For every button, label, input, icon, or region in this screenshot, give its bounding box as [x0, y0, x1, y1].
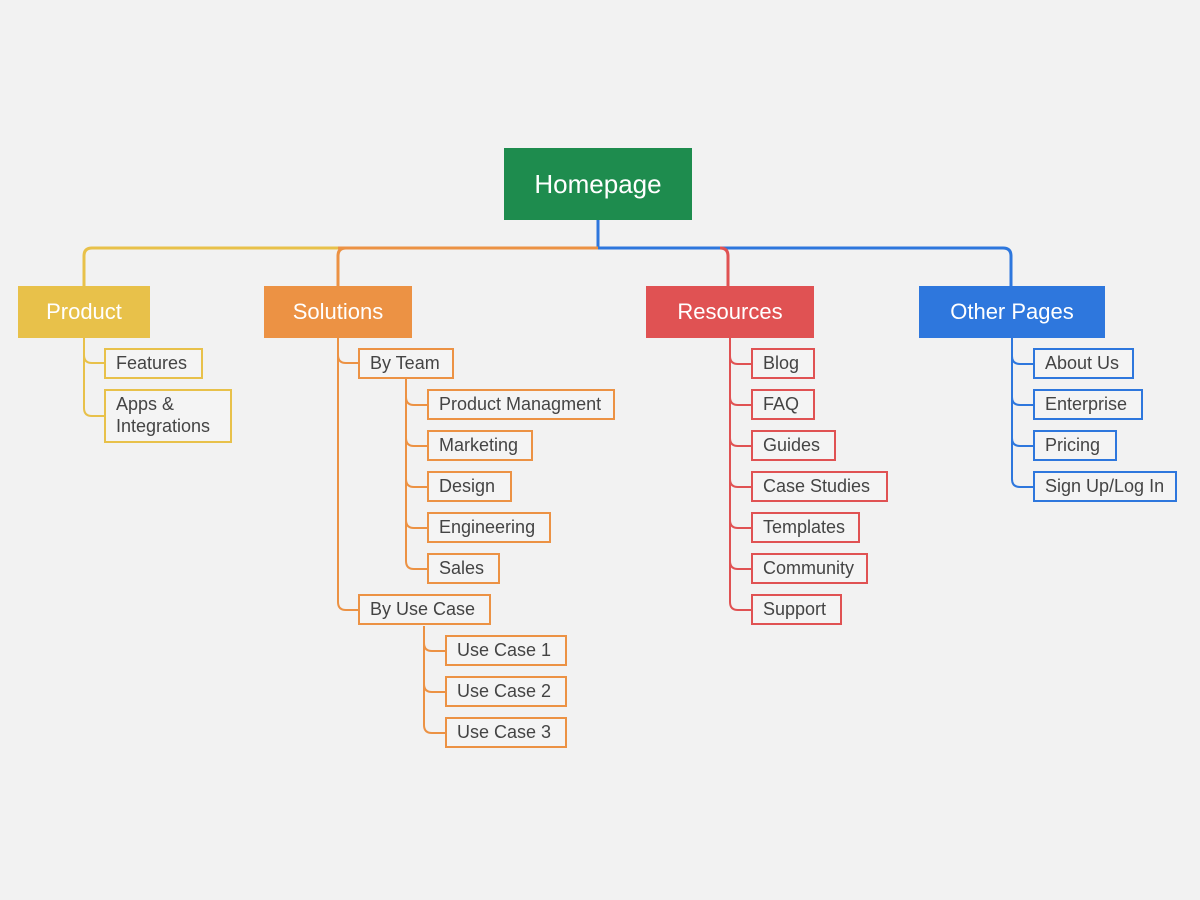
leaf-marketing: Marketing — [427, 430, 533, 461]
connector-resources-children — [729, 338, 751, 611]
leaf-case-studies: Case Studies — [751, 471, 888, 502]
category-node-other-pages: Other Pages — [919, 286, 1105, 338]
connector-other-children — [1011, 338, 1033, 488]
leaf-product-management: Product Managment — [427, 389, 615, 420]
leaf-support: Support — [751, 594, 842, 625]
leaf-design: Design — [427, 471, 512, 502]
connector-trunk-product — [82, 246, 338, 286]
category-node-product: Product — [18, 286, 150, 338]
leaf-sign-up-log-in: Sign Up/Log In — [1033, 471, 1177, 502]
leaf-use-case-1: Use Case 1 — [445, 635, 567, 666]
leaf-templates: Templates — [751, 512, 860, 543]
leaf-apps-integrations: Apps & Integrations — [104, 389, 232, 443]
root-node-homepage: Homepage — [504, 148, 692, 220]
leaf-sales: Sales — [427, 553, 500, 584]
leaf-engineering: Engineering — [427, 512, 551, 543]
leaf-by-use-case: By Use Case — [358, 594, 491, 625]
connector-product-children — [83, 338, 104, 417]
leaf-about-us: About Us — [1033, 348, 1134, 379]
connector-by-team-children — [405, 379, 427, 570]
leaf-faq: FAQ — [751, 389, 815, 420]
leaf-pricing: Pricing — [1033, 430, 1117, 461]
connector-trunk-other — [598, 246, 1013, 286]
leaf-community: Community — [751, 553, 868, 584]
connector-resources-stem — [719, 246, 730, 286]
leaf-use-case-2: Use Case 2 — [445, 676, 567, 707]
category-node-solutions: Solutions — [264, 286, 412, 338]
leaf-features: Features — [104, 348, 203, 379]
connector-solutions-children — [337, 338, 358, 611]
leaf-guides: Guides — [751, 430, 836, 461]
leaf-blog: Blog — [751, 348, 815, 379]
connector-solutions-stem — [336, 246, 347, 286]
connector-by-use-case-children — [423, 626, 445, 734]
leaf-by-team: By Team — [358, 348, 454, 379]
leaf-use-case-3: Use Case 3 — [445, 717, 567, 748]
category-node-resources: Resources — [646, 286, 814, 338]
leaf-enterprise: Enterprise — [1033, 389, 1143, 420]
